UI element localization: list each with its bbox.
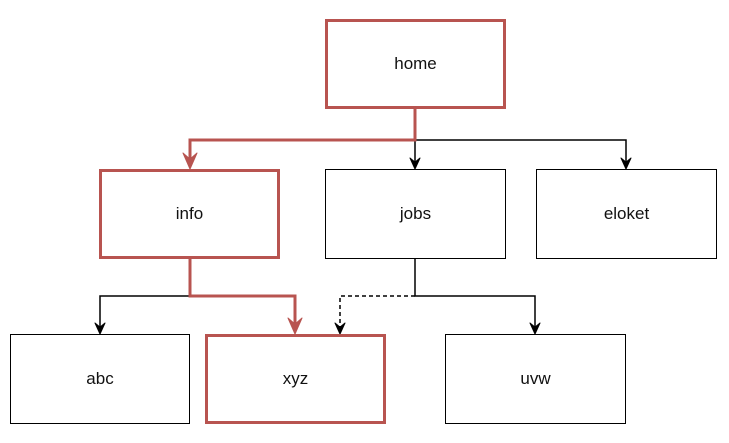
edge-info-abc (94, 259, 191, 335)
edge-line-info-abc (99, 259, 191, 328)
edge-line-jobs-xyz (339, 295, 415, 328)
node-abc: abc (10, 334, 190, 424)
edge-jobs-uvw (414, 259, 541, 335)
node-uvw-label: uvw (520, 369, 551, 388)
edge-home-jobs (409, 140, 421, 170)
edge-line-home-info (188, 109, 417, 160)
node-eloket: eloket (536, 169, 717, 259)
edge-arrowhead-home-eloket (620, 157, 632, 170)
edge-line-jobs-uvw (414, 259, 536, 328)
edge-arrowhead-info-abc (94, 322, 106, 335)
edge-arrowhead-home-info (182, 152, 198, 170)
node-info-label: info (175, 204, 204, 223)
edge-arrowhead-info-xyz (287, 317, 303, 335)
edge-arrowhead-jobs-xyz (334, 322, 346, 335)
node-jobs-label: jobs (399, 204, 432, 223)
edge-home-eloket (415, 139, 632, 170)
node-eloket-label: eloket (603, 204, 650, 223)
node-jobs: jobs (325, 169, 506, 259)
node-home: home (325, 19, 506, 109)
edge-line-info-xyz (188, 259, 297, 325)
edge-home-info (182, 109, 417, 170)
node-uvw: uvw (445, 334, 626, 424)
edge-line-home-eloket (415, 139, 627, 163)
edge-arrowhead-home-jobs (409, 157, 421, 170)
edge-jobs-xyz (334, 295, 415, 335)
node-xyz: xyz (205, 334, 386, 424)
node-xyz-label: xyz (282, 369, 309, 388)
node-info: info (99, 169, 280, 259)
node-abc-label: abc (86, 369, 114, 388)
edge-arrowhead-jobs-uvw (529, 322, 541, 335)
edge-info-xyz (188, 259, 303, 335)
node-home-label: home (394, 54, 437, 73)
